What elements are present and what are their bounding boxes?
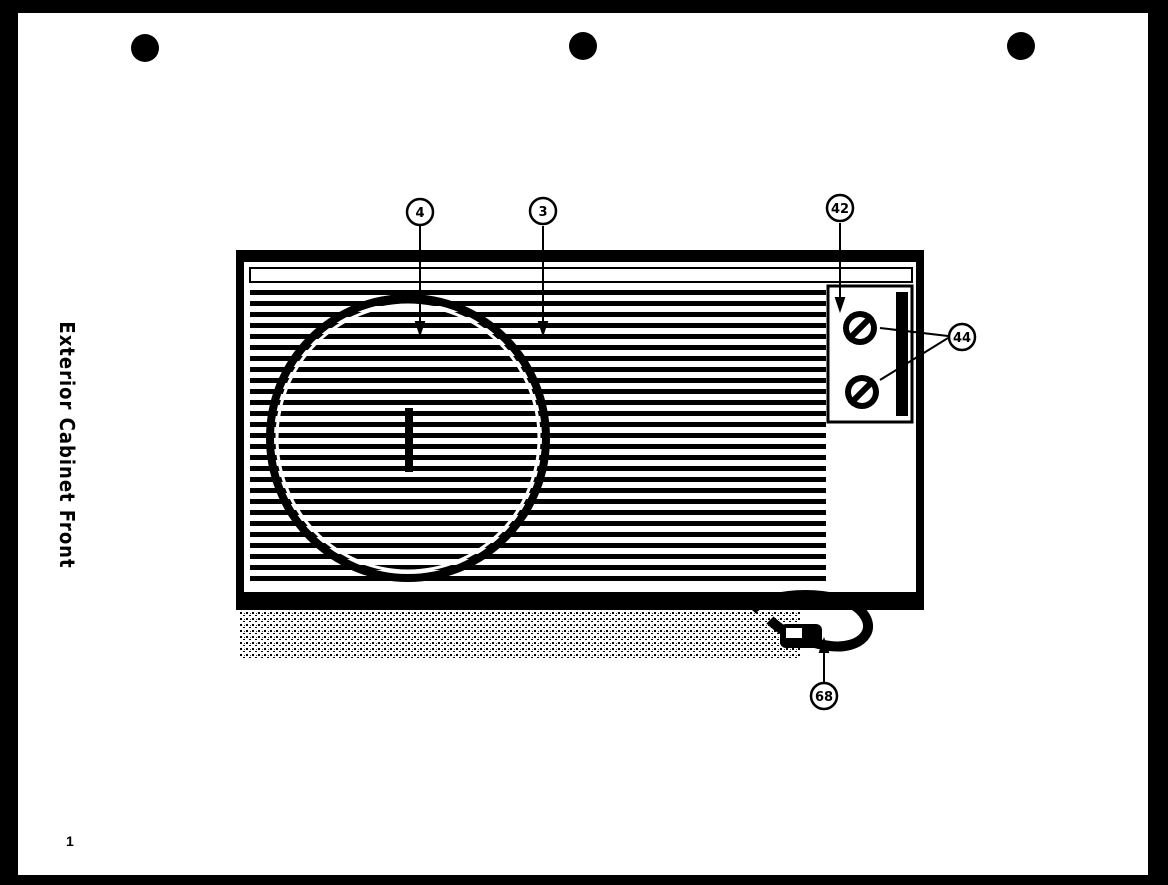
callout-4: 4 xyxy=(405,197,435,227)
louver-slat xyxy=(250,367,826,372)
louver-slat xyxy=(250,543,826,548)
louver-slat xyxy=(250,290,826,295)
callout-44: 44 xyxy=(947,322,977,352)
control-panel xyxy=(826,284,914,580)
selector-knob xyxy=(845,375,879,409)
louver-slat xyxy=(250,554,826,559)
binder-hole-left xyxy=(131,34,159,62)
thermostat-knob xyxy=(843,311,877,345)
louver-slat xyxy=(250,323,826,328)
callout-42: 42 xyxy=(825,193,855,223)
louver-slat xyxy=(250,510,826,515)
louver-slat xyxy=(250,334,826,339)
louver-slat xyxy=(250,356,826,361)
louver-slat xyxy=(250,345,826,350)
page-mark: 1 xyxy=(66,833,74,849)
binder-hole-right xyxy=(1007,32,1035,60)
binder-hole-center xyxy=(569,32,597,60)
power-cord xyxy=(748,590,873,652)
callout-3-label: 3 xyxy=(538,205,547,220)
leader-lines xyxy=(414,223,949,682)
callout-44-label: 44 xyxy=(953,331,971,346)
callout-4-label: 4 xyxy=(415,206,424,221)
louver-slat xyxy=(250,499,826,504)
unit-base-shadow xyxy=(240,610,800,658)
callout-3: 3 xyxy=(528,196,558,226)
air-deflector-ring xyxy=(266,294,550,582)
louver-slat xyxy=(250,466,826,471)
louver-slat xyxy=(250,312,826,317)
louver-slat xyxy=(250,576,826,581)
louver-slat xyxy=(250,565,826,570)
louver-slat xyxy=(250,532,826,537)
callout-42-label: 42 xyxy=(831,202,849,217)
callout-68: 68 xyxy=(809,681,839,711)
louver-slat xyxy=(250,521,826,526)
louver-slat xyxy=(250,301,826,306)
callout-68-label: 68 xyxy=(815,690,833,705)
